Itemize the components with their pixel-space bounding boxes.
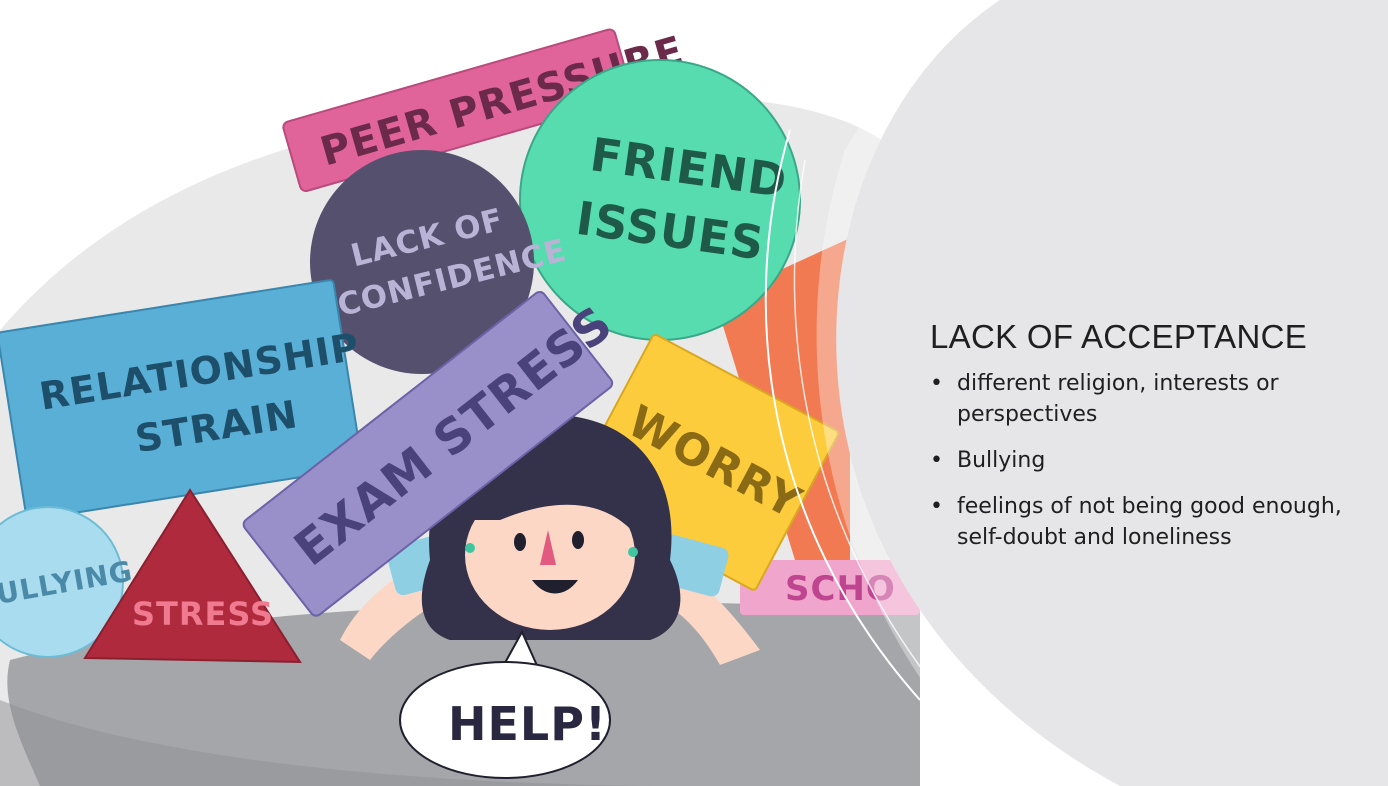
stress-label: STRESS — [132, 595, 274, 633]
relationship-strain-block — [0, 279, 364, 521]
girl-right-eye — [572, 531, 584, 549]
girl-nose — [540, 530, 556, 565]
bullet-item-bullying: Bullying — [930, 445, 1350, 476]
bullying-circle — [0, 506, 124, 658]
girl-right-earring — [628, 547, 638, 557]
girl-left-earring — [465, 543, 475, 553]
peer-pressure-block — [282, 28, 633, 193]
school-block — [740, 560, 920, 615]
bullet-item-religion: different religion, interests or perspec… — [930, 368, 1350, 430]
text-panel: LACK OF ACCEPTANCE different religion, i… — [930, 318, 1350, 568]
lack-of-confidence-circle — [310, 150, 534, 374]
bullet-list: different religion, interests or perspec… — [930, 368, 1350, 553]
girl-left-eye — [514, 533, 526, 551]
girl-mouth — [532, 580, 578, 594]
stress-triangle — [83, 488, 302, 664]
exam-stress-block — [242, 291, 614, 617]
decorative-arc-inner — [793, 159, 1001, 761]
ground-ellipse — [0, 700, 780, 786]
girl-bangs — [470, 470, 644, 540]
orange-shape — [715, 238, 850, 560]
slide-title: LACK OF ACCEPTANCE — [930, 318, 1308, 355]
help-label: HELP! — [448, 697, 607, 751]
help-bubble — [399, 661, 611, 779]
bullet-item-feelings: feelings of not being good enough, self-… — [930, 491, 1350, 553]
decorative-arc-outer — [764, 129, 921, 701]
